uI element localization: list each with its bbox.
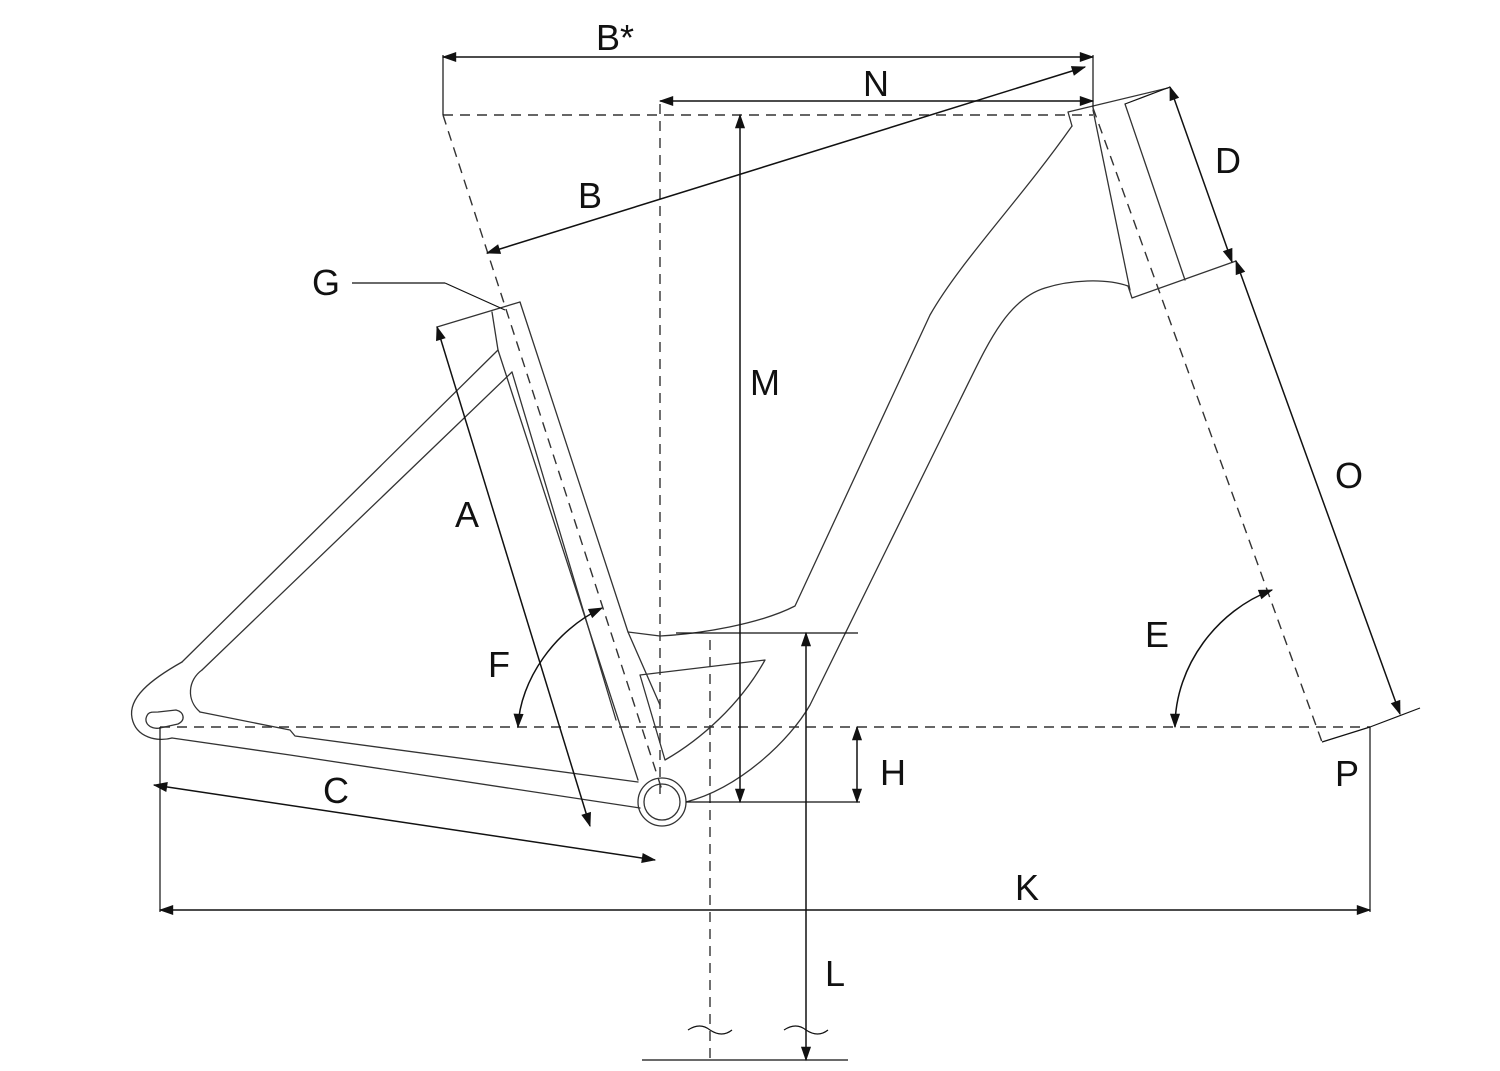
bicycle-frame bbox=[130, 87, 1237, 827]
g-leader-diag bbox=[444, 282, 506, 311]
seat-tube bbox=[491, 301, 661, 781]
dropout-slot bbox=[145, 709, 184, 729]
label-n: N bbox=[863, 63, 889, 104]
label-l: L bbox=[825, 953, 845, 994]
seat-tube-top bbox=[436, 301, 521, 328]
label-m: M bbox=[750, 362, 780, 403]
extension-lines bbox=[159, 55, 1421, 1061]
dim-b bbox=[485, 66, 1087, 254]
reference-lines bbox=[160, 104, 1370, 1062]
down-tube-lower-edge bbox=[685, 280, 1129, 803]
motor-housing bbox=[639, 659, 766, 761]
d-top-extension bbox=[1124, 86, 1171, 105]
angle-arc-f bbox=[513, 607, 604, 729]
rear-dropout bbox=[130, 661, 203, 741]
label-b: B bbox=[578, 175, 602, 216]
label-g: G bbox=[312, 262, 340, 303]
down-tube-upper-edge bbox=[627, 125, 1073, 637]
label-e: E bbox=[1145, 614, 1169, 655]
label-b-star: B* bbox=[596, 17, 634, 58]
label-a: A bbox=[455, 494, 479, 535]
label-h: H bbox=[880, 752, 906, 793]
label-c: C bbox=[323, 770, 349, 811]
bottom-bracket-outer bbox=[637, 777, 687, 827]
bottom-bracket-inner bbox=[643, 783, 681, 821]
dim-c bbox=[152, 781, 657, 864]
p-offset-line bbox=[1321, 726, 1371, 743]
o-bottom-extension bbox=[1369, 707, 1421, 728]
label-p: P bbox=[1335, 753, 1359, 794]
head-tube-axis bbox=[1092, 107, 1323, 743]
dim-a bbox=[436, 325, 591, 828]
head-tube bbox=[1067, 87, 1237, 299]
label-d: D bbox=[1215, 140, 1241, 181]
label-k: K bbox=[1015, 867, 1039, 908]
label-o: O bbox=[1335, 455, 1363, 496]
angle-arc-e bbox=[1169, 589, 1274, 729]
dim-d bbox=[1169, 85, 1233, 264]
dim-o bbox=[1235, 259, 1401, 716]
dimension-lines bbox=[152, 51, 1401, 1062]
label-f: F bbox=[488, 644, 510, 685]
dimension-labels: B* N B G M D O A E F H P C K L bbox=[312, 17, 1363, 994]
floor-break-left bbox=[687, 1025, 733, 1035]
